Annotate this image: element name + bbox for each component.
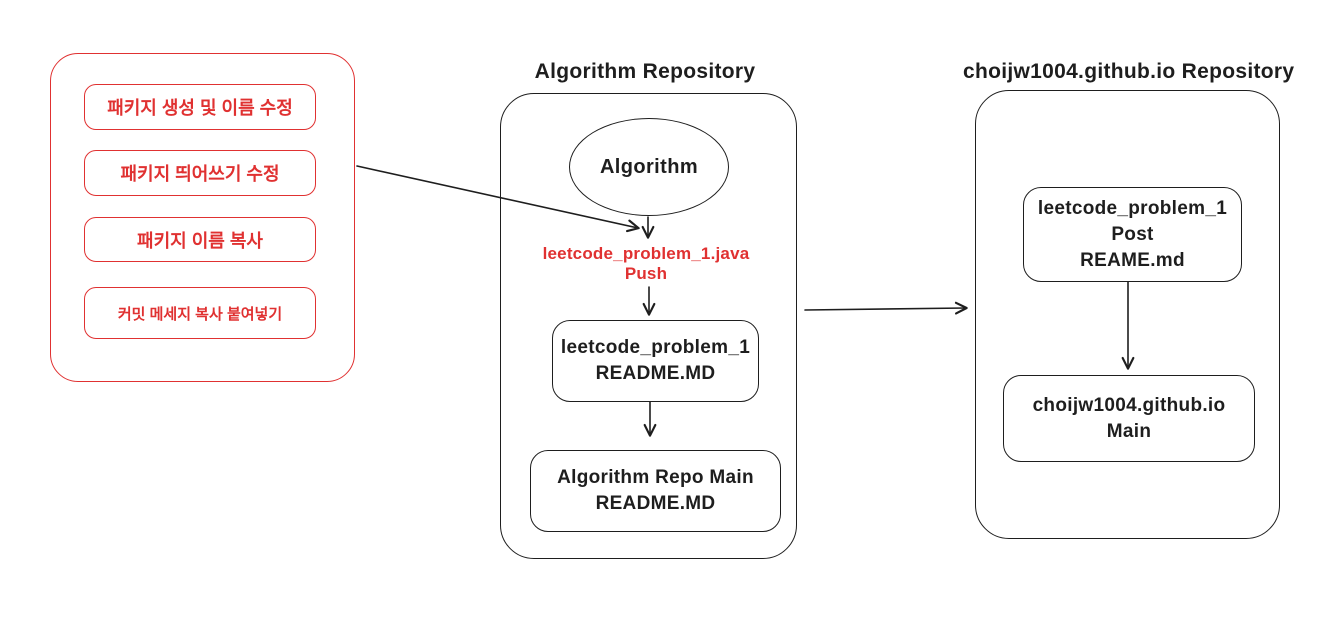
algorithm-repo-main-line2: README.MD	[595, 493, 716, 514]
github-main-node: choijw1004.github.io Main	[1003, 375, 1255, 462]
leetcode-readme-node: leetcode_problem_1 README.MD	[552, 320, 759, 402]
post-readme-node: leetcode_problem_1 Post REAME.md	[1023, 187, 1242, 282]
push-label-line2: Push	[624, 264, 668, 283]
note-item-1-label: 패키지 생성 및 이름 수정	[107, 98, 293, 118]
github-repo-frame	[975, 90, 1280, 539]
note-item-4: 커밋 메세지 복사 붙여넣기	[84, 287, 316, 339]
arrow-repo-to-repo	[804, 301, 968, 315]
notes-group-frame	[50, 53, 355, 382]
note-item-3: 패키지 이름 복사	[84, 217, 316, 262]
note-item-3-label: 패키지 이름 복사	[137, 230, 263, 251]
post-readme-line1: leetcode_problem_1	[1037, 197, 1228, 219]
github-main-line2: Main	[1106, 420, 1152, 442]
github-repo-title: choijw1004.github.io Repository	[963, 60, 1295, 83]
note-item-2-label: 패키지 띄어쓰기 수정	[120, 164, 280, 184]
push-label: leetcode_problem_1.java Push	[535, 244, 757, 284]
post-readme-line3: REAME.md	[1080, 249, 1185, 271]
algorithm-repo-title: Algorithm Repository	[534, 60, 756, 83]
github-main-line1: choijw1004.github.io	[1032, 394, 1226, 416]
post-readme-line2: Post	[1111, 223, 1154, 245]
push-label-line1: leetcode_problem_1.java	[542, 244, 750, 263]
algorithm-repo-frame	[500, 93, 797, 559]
note-item-2: 패키지 띄어쓰기 수정	[84, 150, 316, 196]
algorithm-repo-main-node: Algorithm Repo Main README.MD	[530, 450, 781, 532]
algorithm-ellipse-label: Algorithm	[599, 155, 699, 178]
algorithm-repo-main-line1: Algorithm Repo Main	[557, 467, 754, 488]
leetcode-readme-line2: README.MD	[595, 363, 716, 384]
note-item-4-label: 커밋 메세지 복사 붙여넣기	[117, 305, 283, 323]
leetcode-readme-line1: leetcode_problem_1	[560, 337, 751, 358]
algorithm-ellipse-node: Algorithm	[569, 118, 729, 216]
note-item-1: 패키지 생성 및 이름 수정	[84, 84, 316, 130]
